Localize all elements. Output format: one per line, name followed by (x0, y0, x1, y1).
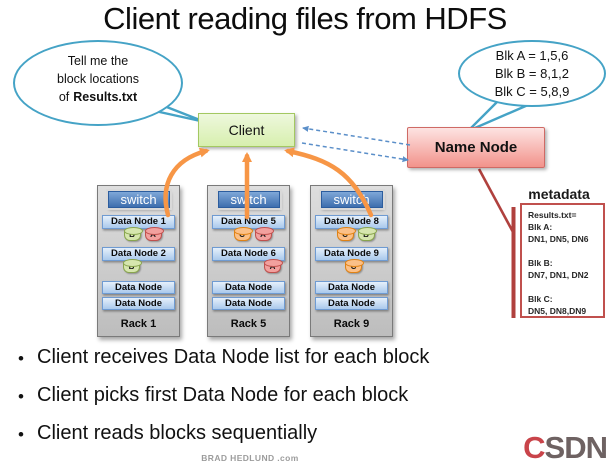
speech-bubble-namenode: Blk A = 1,5,6 Blk B = 8,1,2 Blk C = 5,8,… (458, 40, 606, 107)
metadata-line: Blk A: (528, 222, 553, 232)
data-node: Data Node (102, 281, 175, 294)
rack-5: switch Data Node 5 C A Data Node 6 A Dat… (207, 185, 290, 337)
bullet-dot: • (18, 387, 24, 406)
rack-label: Rack 1 (120, 318, 157, 330)
bubble-line: block locations (57, 72, 139, 86)
bullet-text: Client reads blocks sequentially (37, 422, 318, 444)
metadata-line: DN5, DN8,DN9 (528, 306, 587, 316)
slide-title: Client reading files from HDFS (103, 1, 507, 36)
blocks-row: C (315, 259, 388, 273)
bullet-item: • Client receives Data Node list for eac… (18, 346, 593, 371)
namenode-box: Name Node (407, 127, 545, 168)
blocks-row: B A (102, 227, 175, 241)
block-cylinder: A (254, 227, 274, 241)
switch-box: switch (217, 191, 280, 208)
client-box: Client (198, 113, 295, 147)
block-cylinder: A (144, 227, 164, 241)
block-cylinder: B (123, 259, 142, 273)
block-cylinder: C (233, 227, 253, 241)
metadata-line: Results.txt= (528, 210, 577, 220)
blocks-row: B (102, 259, 175, 273)
metadata-line (528, 281, 601, 293)
csdn-logo: CSDN (523, 430, 608, 465)
bubble-line: Blk C = 5,8,9 (494, 83, 570, 99)
bullet-dot: • (18, 349, 24, 368)
block-cylinder: C (336, 227, 356, 241)
namenode-label: Name Node (434, 139, 518, 156)
bullet-dot: • (18, 425, 24, 444)
metadata-line: Blk C: (528, 294, 553, 304)
bubble-line: Blk B = 8,1,2 (494, 65, 570, 81)
bullet-list: • Client receives Data Node list for eac… (18, 346, 593, 460)
data-node: Data Node (212, 281, 285, 294)
blocks-row: C A (212, 227, 285, 241)
credit-text: BRAD HEDLUND .com (201, 453, 299, 463)
block-cylinder: B (357, 227, 377, 241)
data-node: Data Node (212, 297, 285, 310)
rack-label: Rack 9 (333, 318, 370, 330)
metadata-title: metadata (528, 186, 590, 202)
metadata-line (528, 245, 601, 257)
metadata-line: DN1, DN5, DN6 (528, 234, 589, 244)
blocks-row: A (212, 259, 285, 273)
dashed-arrow-to-namenode (301, 142, 409, 163)
data-node: Data Node (315, 281, 388, 294)
bullet-item: • Client picks first Data Node for each … (18, 384, 593, 409)
filename-text: Results.txt (73, 90, 138, 104)
bullet-text: Client receives Data Node list for each … (37, 346, 430, 368)
block-cylinder: C (345, 259, 364, 273)
csdn-logo-c: C (523, 430, 545, 465)
namenode-metadata-connector (477, 168, 515, 233)
metadata-line: DN7, DN1, DN2 (528, 270, 589, 280)
bubble-word: of (58, 90, 70, 104)
rack-9: switch Data Node 8 C B Data Node 9 C Dat… (310, 185, 393, 337)
metadata-box: Results.txt= Blk A: DN1, DN5, DN6 Blk B:… (520, 203, 605, 318)
switch-box: switch (107, 191, 170, 208)
bubble-line: Blk A = 1,5,6 (495, 47, 569, 63)
data-node: Data Node (102, 297, 175, 310)
block-cylinder: A (264, 259, 283, 273)
rack-label: Rack 5 (230, 318, 267, 330)
metadata-line: Blk B: (528, 258, 553, 268)
data-node: Data Node 6 (212, 247, 285, 261)
data-node: Data Node (315, 297, 388, 310)
csdn-logo-sdn: SDN (544, 430, 608, 465)
dashed-arrow-to-client (302, 125, 411, 146)
switch-box: switch (320, 191, 383, 208)
rack-1: switch Data Node 1 B A Data Node 2 B Dat… (97, 185, 180, 337)
client-label: Client (228, 122, 265, 138)
bullet-text: Client picks first Data Node for each bl… (37, 384, 409, 406)
bubble-line: Tell me the (67, 54, 129, 68)
bullet-item: • Client reads blocks sequentially (18, 422, 593, 447)
block-cylinder: B (123, 227, 143, 241)
blocks-row: C B (315, 227, 388, 241)
